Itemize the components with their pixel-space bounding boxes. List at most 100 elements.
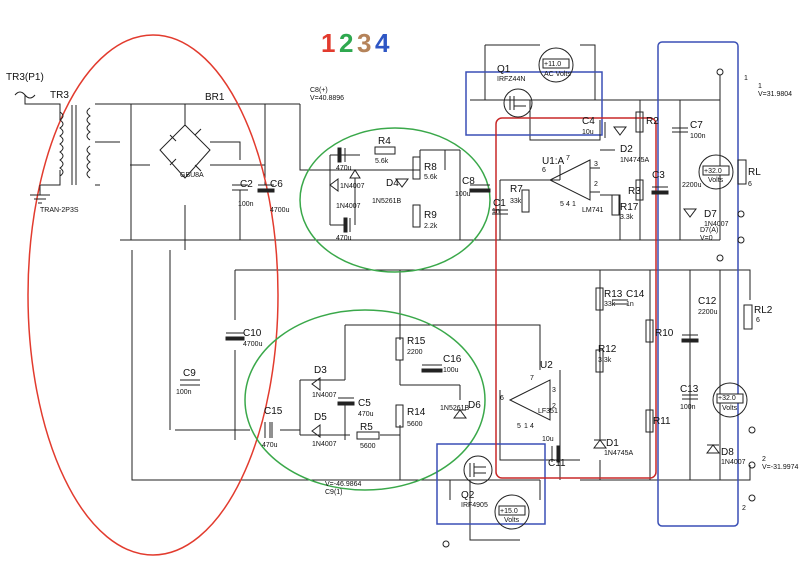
label-d7: D7 <box>704 209 717 220</box>
capacitor-c16 <box>421 364 443 373</box>
label-d7-voltage: V=0 <box>700 235 713 242</box>
label-c4: C4 <box>582 116 595 127</box>
resistor-rl2 <box>743 304 753 330</box>
label-r13: R13 <box>604 289 623 300</box>
resistor-r4 <box>374 146 396 155</box>
title-digit-4: 4 <box>375 28 390 58</box>
blue-box-outputs <box>657 41 739 527</box>
label-c12: C12 <box>698 296 717 307</box>
title-digit-2: 2 <box>339 28 353 58</box>
label-r5: R5 <box>360 422 373 433</box>
pin-u2-3: 3 <box>552 387 556 394</box>
opamp-u2 <box>508 379 551 421</box>
label-rl2: RL2 <box>754 305 773 316</box>
label-d7-value: 1N4007 <box>704 221 729 228</box>
label-c7-value: 100n <box>690 133 706 140</box>
label-node2: 2 <box>762 456 766 463</box>
label-d3: D3 <box>314 365 327 376</box>
label-upper-470u-b: 470u <box>336 235 352 242</box>
label-c8-probe: C8(+) <box>310 87 328 94</box>
label-rl2-value: 6 <box>756 317 760 324</box>
blue-box-q1 <box>465 71 603 136</box>
label-c12-value: 2200u <box>698 309 718 316</box>
label-c9-voltage: V=-46.9864 <box>325 481 361 488</box>
meter2-reading: +32.0 <box>704 168 722 175</box>
resistor-rl <box>737 159 747 185</box>
label-r13-value: 33k <box>604 301 616 308</box>
label-d5-value: 1N4007 <box>312 441 337 448</box>
label-d2-value: 1N4745A <box>620 157 650 164</box>
label-node1-voltage: V=31.9804 <box>758 91 792 98</box>
label-upper-1n4007-b: 1N4007 <box>336 203 361 210</box>
labels: TR3(P1) TR3 TRAN-2P3S BR1 GBU8A C8(+) V=… <box>6 61 798 524</box>
label-upper-1n4007-a: 1N4007 <box>340 183 365 190</box>
label-d7-probe: D7(A) <box>700 227 718 234</box>
diode-d7 <box>683 208 697 218</box>
capacitor-c3 <box>651 186 669 195</box>
label-c8n-value: 100u <box>455 191 471 198</box>
bridge-rectifier-br1 <box>159 124 211 179</box>
capacitor-c10 <box>225 332 245 341</box>
voltmeter-2 <box>698 154 734 190</box>
meter2-unit: Volts <box>708 177 724 184</box>
label-c9-probe: C9(1) <box>325 489 343 496</box>
resistor-r7 <box>521 189 530 213</box>
label-tr3: TR3 <box>50 90 69 101</box>
label-d1-value: 1N4745A <box>604 450 634 457</box>
label-lm741: LM741 <box>582 207 604 214</box>
upper-doubler <box>329 147 361 233</box>
label-r8: R8 <box>424 162 437 173</box>
label-c5: C5 <box>358 398 371 409</box>
label-c11: C11 <box>548 458 566 469</box>
zener-d4 <box>395 178 409 188</box>
mosfet-q2 <box>463 455 493 485</box>
label-rl-value: 6 <box>748 181 752 188</box>
label-r9: R9 <box>424 210 437 221</box>
capacitor-c6 <box>257 184 275 193</box>
blue-box-q2 <box>436 443 546 525</box>
ac-source <box>14 91 40 105</box>
label-q1-value: IRFZ44N <box>497 76 525 83</box>
terminal-2-label: 2 <box>742 505 746 512</box>
label-r15: R15 <box>407 336 426 347</box>
label-c15-value: 470u <box>262 442 278 449</box>
label-d6: D6 <box>468 400 481 411</box>
resistor-r2 <box>635 111 644 133</box>
label-r3: R3 <box>628 186 641 197</box>
capacitor-c2 <box>232 184 248 191</box>
label-d4: D4 <box>386 178 399 189</box>
label-r17-value: 3.3k <box>620 214 634 221</box>
label-q2-value: IRF4905 <box>461 502 488 509</box>
label-r7: R7 <box>510 184 523 195</box>
label-br1: BR1 <box>205 92 225 103</box>
label-gbu: GBU8A <box>180 172 204 179</box>
pin-u1-3: 3 <box>594 161 598 168</box>
pin-u2-5: 5 <box>517 423 521 430</box>
label-rl: RL <box>748 167 761 178</box>
label-r17: R17 <box>620 202 639 213</box>
label-c14: C14 <box>626 289 645 300</box>
pin-u2-4: 4 <box>530 423 534 430</box>
resistor-r9 <box>412 204 421 228</box>
transformer-tr3 <box>59 105 91 185</box>
pin-u2-2: 2 <box>552 403 556 410</box>
label-c5-value: 470u <box>358 411 374 418</box>
label-r10: R10 <box>655 328 674 339</box>
zener-d2 <box>613 126 627 136</box>
label-c2: C2 <box>240 179 253 190</box>
pin-u1-5: 5 <box>560 201 564 208</box>
label-r7-value: 33k <box>510 198 522 205</box>
capacitor-c13 <box>682 394 698 400</box>
capacitor-c8 <box>469 184 491 193</box>
terminals <box>442 68 756 548</box>
label-c10: C10 <box>243 328 262 339</box>
highlight-annotations <box>27 34 739 556</box>
terminal-1-label: 1 <box>744 75 748 82</box>
red-ellipse-transformer <box>27 34 279 556</box>
capacitor-c7 <box>672 127 688 133</box>
meter1-reading: +11.0 <box>544 61 561 68</box>
capacitor-c14 <box>612 299 628 305</box>
label-r12-value: 3.3k <box>598 357 612 364</box>
capacitor-c1 <box>492 209 508 215</box>
